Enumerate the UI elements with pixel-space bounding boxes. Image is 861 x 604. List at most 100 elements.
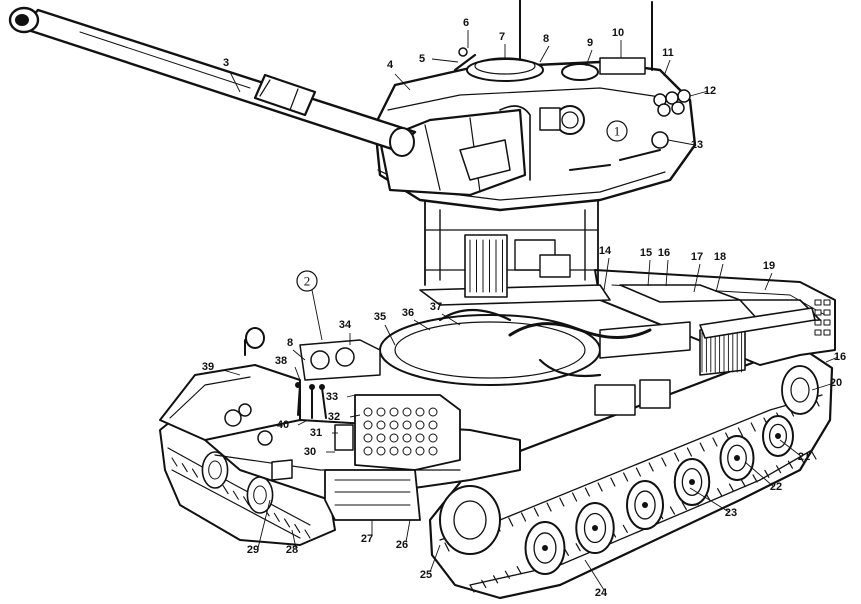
callout-number: 19 xyxy=(763,260,775,272)
callout-number: 8 xyxy=(543,33,549,45)
callout-p9: 9 xyxy=(585,37,593,67)
callout-p28: 28 xyxy=(286,529,298,556)
callout-number: 10 xyxy=(612,27,624,39)
callout-number: 3 xyxy=(223,57,229,69)
callout-number: 27 xyxy=(361,533,373,545)
callout-p23: 23 xyxy=(689,487,737,519)
callout-number: 17 xyxy=(691,251,703,263)
callout-number: 16 xyxy=(834,351,846,363)
callout-number: 12 xyxy=(704,85,716,97)
callout-number: 13 xyxy=(691,139,703,151)
callout-p8b: 8 xyxy=(287,337,306,361)
callout-p16b: 16 xyxy=(825,351,846,363)
callout-number: 31 xyxy=(310,427,322,439)
callout-p16a: 16 xyxy=(658,247,670,287)
section-marker-number: 2 xyxy=(304,274,311,289)
callout-p33: 33 xyxy=(326,391,356,403)
callout-number: 36 xyxy=(402,307,414,319)
callout-number: 25 xyxy=(420,569,432,581)
callout-number: 15 xyxy=(640,247,652,259)
section-markers: 12 xyxy=(296,120,628,341)
callout-p27: 27 xyxy=(361,520,373,545)
callout-number: 33 xyxy=(326,391,338,403)
road-wheel xyxy=(246,476,274,514)
turret-basket xyxy=(424,199,599,298)
callout-p15: 15 xyxy=(640,247,652,287)
road-wheel xyxy=(201,451,229,489)
callout-p26: 26 xyxy=(396,519,411,551)
callout-number: 29 xyxy=(247,544,259,556)
callout-number: 26 xyxy=(396,539,408,551)
callout-number: 16 xyxy=(658,247,670,259)
road-wheel xyxy=(575,502,615,554)
callout-p10: 10 xyxy=(612,27,624,58)
callout-number: 18 xyxy=(714,251,726,263)
callout-p6: 6 xyxy=(463,17,469,48)
engine-transmission xyxy=(324,309,691,521)
callout-p36: 36 xyxy=(402,307,431,331)
callout-p14: 14 xyxy=(599,245,612,291)
callout-number: 21 xyxy=(798,451,810,463)
road-wheel xyxy=(673,458,711,506)
callout-number: 40 xyxy=(277,419,289,431)
callout-p4: 4 xyxy=(387,59,411,91)
callout-p20: 20 xyxy=(811,377,842,391)
callout-number: 14 xyxy=(599,245,612,257)
main-gun-barrel xyxy=(8,6,417,157)
callout-number: 28 xyxy=(286,544,298,556)
callout-number: 9 xyxy=(587,37,593,49)
section-marker-number: 1 xyxy=(614,124,621,139)
callout-number: 11 xyxy=(662,47,674,59)
callout-number: 20 xyxy=(830,377,842,389)
callout-number: 34 xyxy=(339,319,352,331)
callout-number: 22 xyxy=(770,481,782,493)
callout-p3: 3 xyxy=(223,57,241,93)
callout-p21: 21 xyxy=(779,439,810,463)
callout-number: 5 xyxy=(419,53,425,65)
callout-number: 6 xyxy=(463,17,469,29)
callout-p34: 34 xyxy=(339,319,352,345)
road-wheel xyxy=(719,435,755,481)
callout-p12: 12 xyxy=(689,85,716,97)
callout-number: 35 xyxy=(374,311,386,323)
callout-p13: 13 xyxy=(667,139,703,151)
callout-p40: 40 xyxy=(277,419,309,431)
callout-number: 30 xyxy=(304,446,316,458)
rear-idler xyxy=(781,365,819,415)
callout-p25: 25 xyxy=(420,544,441,581)
callout-number: 4 xyxy=(387,59,394,71)
section-marker-s2: 2 xyxy=(296,270,323,341)
drive-sprocket xyxy=(439,485,501,555)
callout-p38: 38 xyxy=(275,355,301,381)
callout-p18: 18 xyxy=(714,251,726,293)
callout-p22: 22 xyxy=(744,461,782,493)
callout-p29: 29 xyxy=(247,499,271,556)
callout-p35: 35 xyxy=(374,311,396,346)
callout-number: 8 xyxy=(287,337,293,349)
callout-p24: 24 xyxy=(584,559,608,599)
callout-p39: 39 xyxy=(202,361,241,376)
callout-number: 23 xyxy=(725,507,737,519)
callout-p8a: 8 xyxy=(539,33,550,63)
callout-number: 37 xyxy=(430,301,442,313)
turret xyxy=(373,0,697,212)
callout-number: 32 xyxy=(328,411,340,423)
callout-p11: 11 xyxy=(662,47,674,77)
callout-number: 24 xyxy=(595,587,608,599)
section-marker-s1: 1 xyxy=(606,120,628,142)
callout-p17: 17 xyxy=(691,251,703,293)
callout-number: 7 xyxy=(499,31,505,43)
callout-p31: 31 xyxy=(310,427,338,439)
callout-p5: 5 xyxy=(419,53,459,65)
driver-station xyxy=(224,327,381,481)
callout-p19: 19 xyxy=(763,260,775,291)
callout-number: 39 xyxy=(202,361,214,373)
road-wheel xyxy=(524,521,566,575)
road-wheel xyxy=(626,480,664,530)
callout-number: 38 xyxy=(275,355,287,367)
callout-p32: 32 xyxy=(328,411,361,423)
callout-p37: 37 xyxy=(430,301,461,326)
